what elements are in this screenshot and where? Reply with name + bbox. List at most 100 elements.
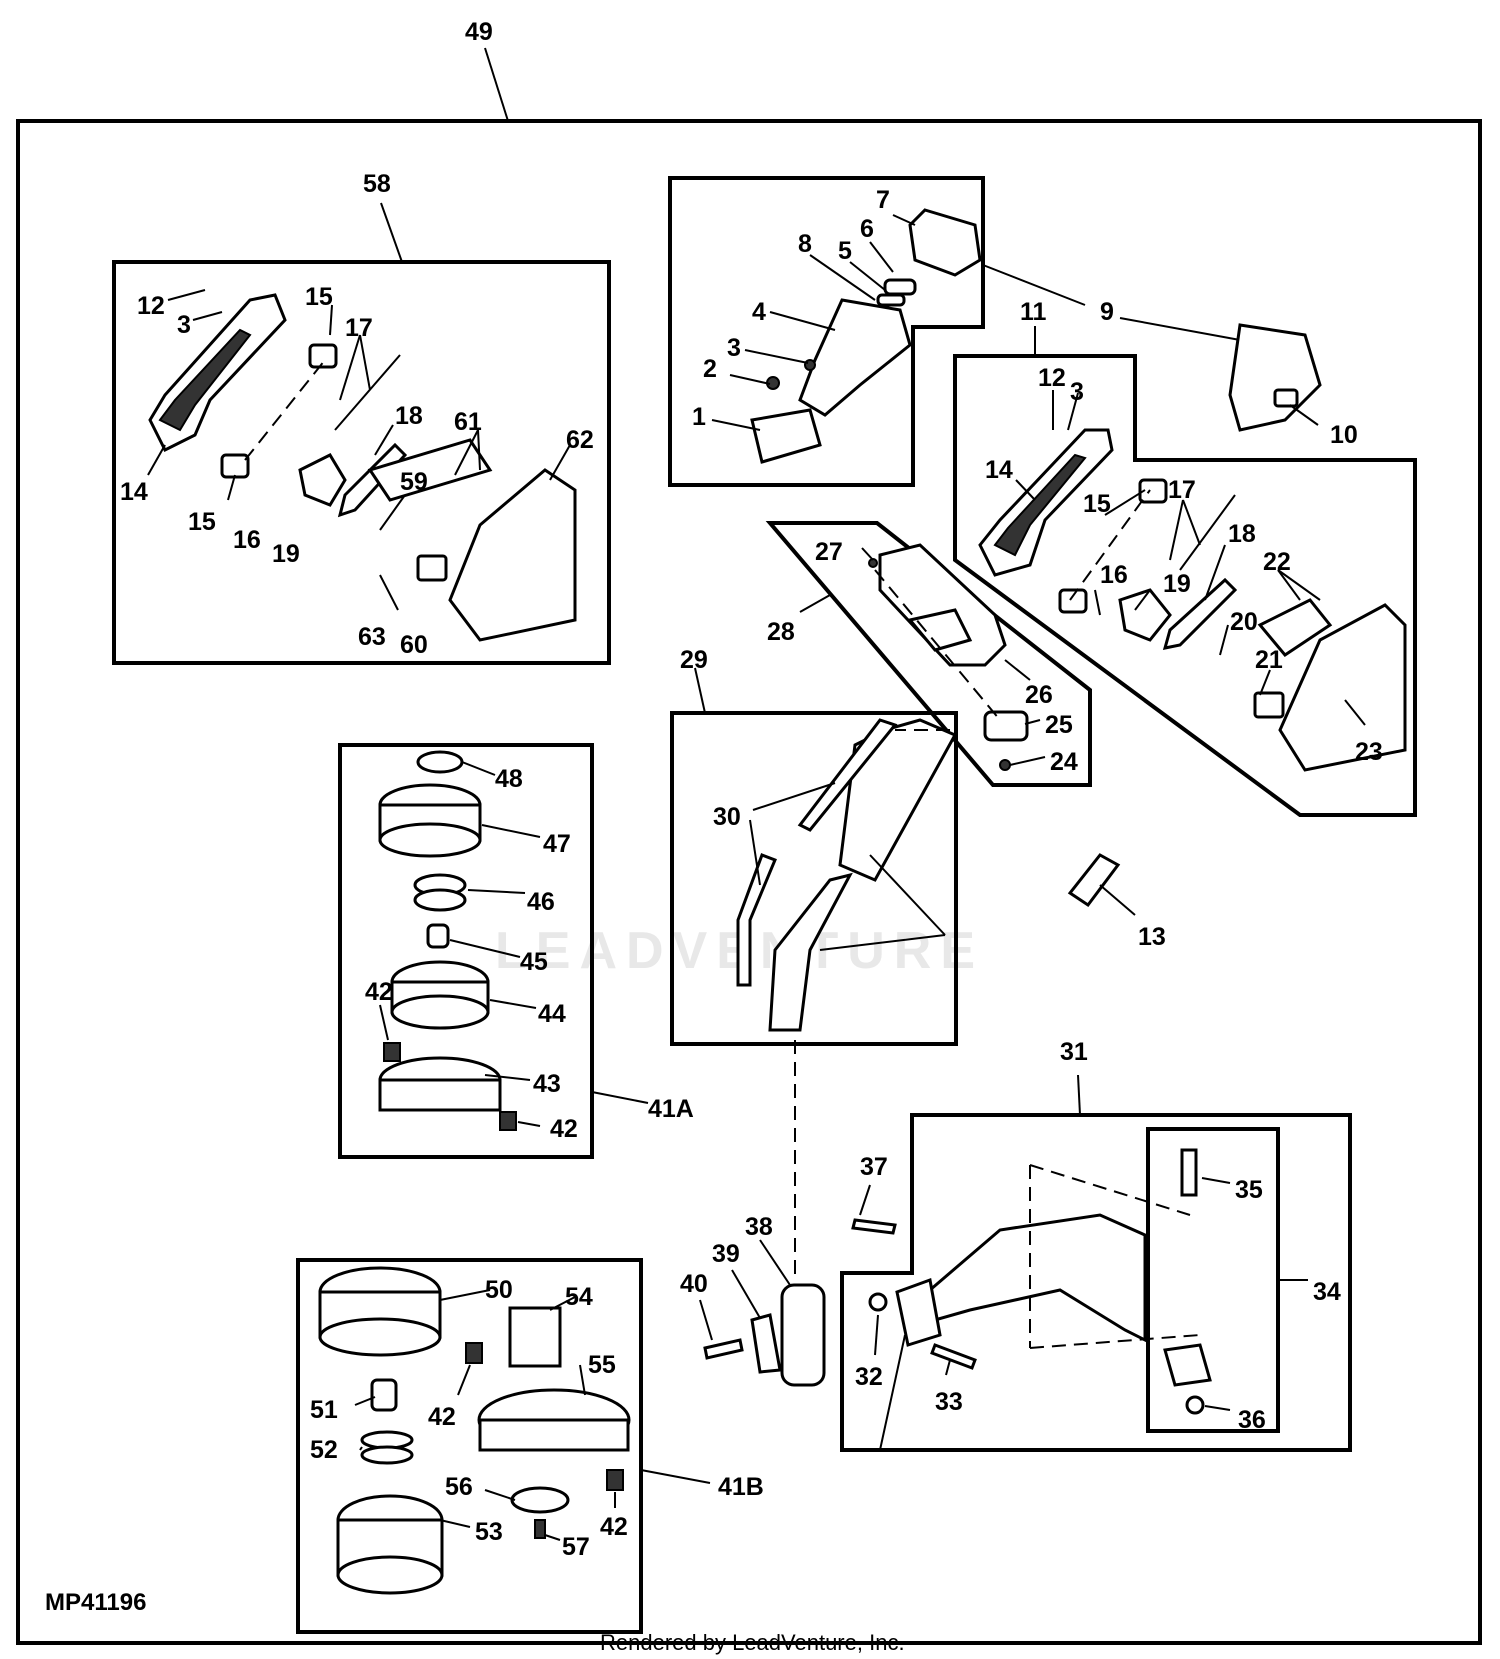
callout-12: 12 xyxy=(137,292,165,320)
clamp-parts xyxy=(703,1040,826,1387)
callout-32: 32 xyxy=(855,1363,883,1391)
figure-code: MP41196 xyxy=(45,1589,146,1616)
callout-43: 43 xyxy=(533,1070,561,1098)
callout-45: 45 xyxy=(520,948,548,976)
trimmer-head-a-box xyxy=(338,743,594,1159)
callout-27: 27 xyxy=(815,538,843,566)
callout-13: 13 xyxy=(1138,923,1166,951)
callout-50: 50 xyxy=(485,1276,513,1304)
callout-48: 48 xyxy=(495,765,523,793)
callout-2: 2 xyxy=(703,355,717,383)
callout-26: 26 xyxy=(1025,681,1053,709)
callout-51: 51 xyxy=(310,1396,338,1424)
callout-23: 23 xyxy=(1355,738,1383,766)
callout-59: 59 xyxy=(400,468,428,496)
watermark-text: LEADVENTURE xyxy=(495,922,984,980)
callout-3: 3 xyxy=(727,334,741,362)
callout-8: 8 xyxy=(798,230,812,258)
callout-18: 18 xyxy=(1228,520,1256,548)
callout-12: 12 xyxy=(1038,364,1066,392)
callout-10: 10 xyxy=(1330,421,1358,449)
callout-40: 40 xyxy=(680,1270,708,1298)
grip-parts xyxy=(868,543,1029,771)
callout-11: 11 xyxy=(1020,298,1047,326)
guard-parts xyxy=(851,1148,1212,1415)
callout-63: 63 xyxy=(358,623,386,651)
trimmer-head-b-parts xyxy=(318,1266,631,1595)
callout-18: 18 xyxy=(395,402,423,430)
callout-38: 38 xyxy=(745,1213,773,1241)
callout-29: 29 xyxy=(680,646,708,674)
callout-49: 49 xyxy=(465,18,493,46)
callout-5: 5 xyxy=(838,237,852,265)
callout-58: 58 xyxy=(363,170,391,198)
outer-frame xyxy=(16,119,1482,1645)
callout-14: 14 xyxy=(120,478,148,506)
callout-34: 34 xyxy=(1313,1278,1341,1306)
callout-20: 20 xyxy=(1230,608,1258,636)
callout-41a: 41A xyxy=(648,1095,694,1123)
callout-14: 14 xyxy=(985,456,1013,484)
callout-36: 36 xyxy=(1238,1406,1266,1434)
callout-17: 17 xyxy=(1168,476,1196,504)
callout-33: 33 xyxy=(935,1388,963,1416)
callout-15: 15 xyxy=(188,508,216,536)
callout-17: 17 xyxy=(345,314,373,342)
callout-53: 53 xyxy=(475,1518,503,1546)
trimmer-head-b-box xyxy=(296,1258,643,1634)
handle-assembly-right-box xyxy=(953,354,1417,817)
handle-assembly-right-parts xyxy=(978,323,1407,772)
callout-46: 46 xyxy=(527,888,555,916)
callout-41b: 41B xyxy=(718,1473,764,1501)
callout-30: 30 xyxy=(713,803,741,831)
callout-25: 25 xyxy=(1045,711,1073,739)
trimmer-head-a-parts xyxy=(378,750,517,1131)
callout-55: 55 xyxy=(588,1351,616,1379)
callout-39: 39 xyxy=(712,1240,740,1268)
callout-42: 42 xyxy=(550,1115,578,1143)
callout-47: 47 xyxy=(543,830,571,858)
part-13 xyxy=(1067,853,1121,908)
callout-15: 15 xyxy=(1083,490,1111,518)
callout-24: 24 xyxy=(1050,748,1078,776)
callout-16: 16 xyxy=(1100,561,1128,589)
callout-42: 42 xyxy=(600,1513,628,1541)
callout-54: 54 xyxy=(565,1283,593,1311)
footer-credit: Rendered by LeadVenture, Inc. xyxy=(600,1630,905,1655)
callout-4: 4 xyxy=(752,298,766,326)
callout-37: 37 xyxy=(860,1153,888,1181)
callout-31: 31 xyxy=(1060,1038,1088,1066)
callout-44: 44 xyxy=(538,1000,566,1028)
callout-6: 6 xyxy=(860,215,874,243)
shaft-box xyxy=(670,711,958,1046)
handle-assembly-parts xyxy=(148,293,577,642)
callout-21: 21 xyxy=(1255,646,1283,674)
gearbox-parts xyxy=(750,208,982,464)
callout-9: 9 xyxy=(1100,298,1114,326)
callout-3: 3 xyxy=(177,311,191,339)
callout-42: 42 xyxy=(365,978,393,1006)
callout-62: 62 xyxy=(566,426,594,454)
callout-22: 22 xyxy=(1263,548,1291,576)
callout-60: 60 xyxy=(400,631,428,659)
callout-15: 15 xyxy=(305,283,333,311)
callout-42: 42 xyxy=(428,1403,456,1431)
callout-19: 19 xyxy=(272,540,300,568)
callout-61: 61 xyxy=(454,408,482,436)
callout-56: 56 xyxy=(445,1473,473,1501)
callout-52: 52 xyxy=(310,1436,338,1464)
callout-28: 28 xyxy=(767,618,795,646)
callout-19: 19 xyxy=(1163,570,1191,598)
callout-57: 57 xyxy=(562,1533,590,1561)
callout-35: 35 xyxy=(1235,1176,1263,1204)
guard-box xyxy=(840,1113,1352,1452)
guard-hardware-box xyxy=(1146,1127,1280,1433)
gearbox-box xyxy=(668,176,985,487)
callout-labels: 49 58 12 3 15 17 14 15 16 19 18 61 59 62… xyxy=(120,18,1383,1561)
callout-7: 7 xyxy=(876,186,890,214)
handle-assembly-box xyxy=(112,260,611,665)
callout-1: 1 xyxy=(692,403,706,431)
callout-3: 3 xyxy=(1070,378,1084,406)
callout-16: 16 xyxy=(233,526,261,554)
